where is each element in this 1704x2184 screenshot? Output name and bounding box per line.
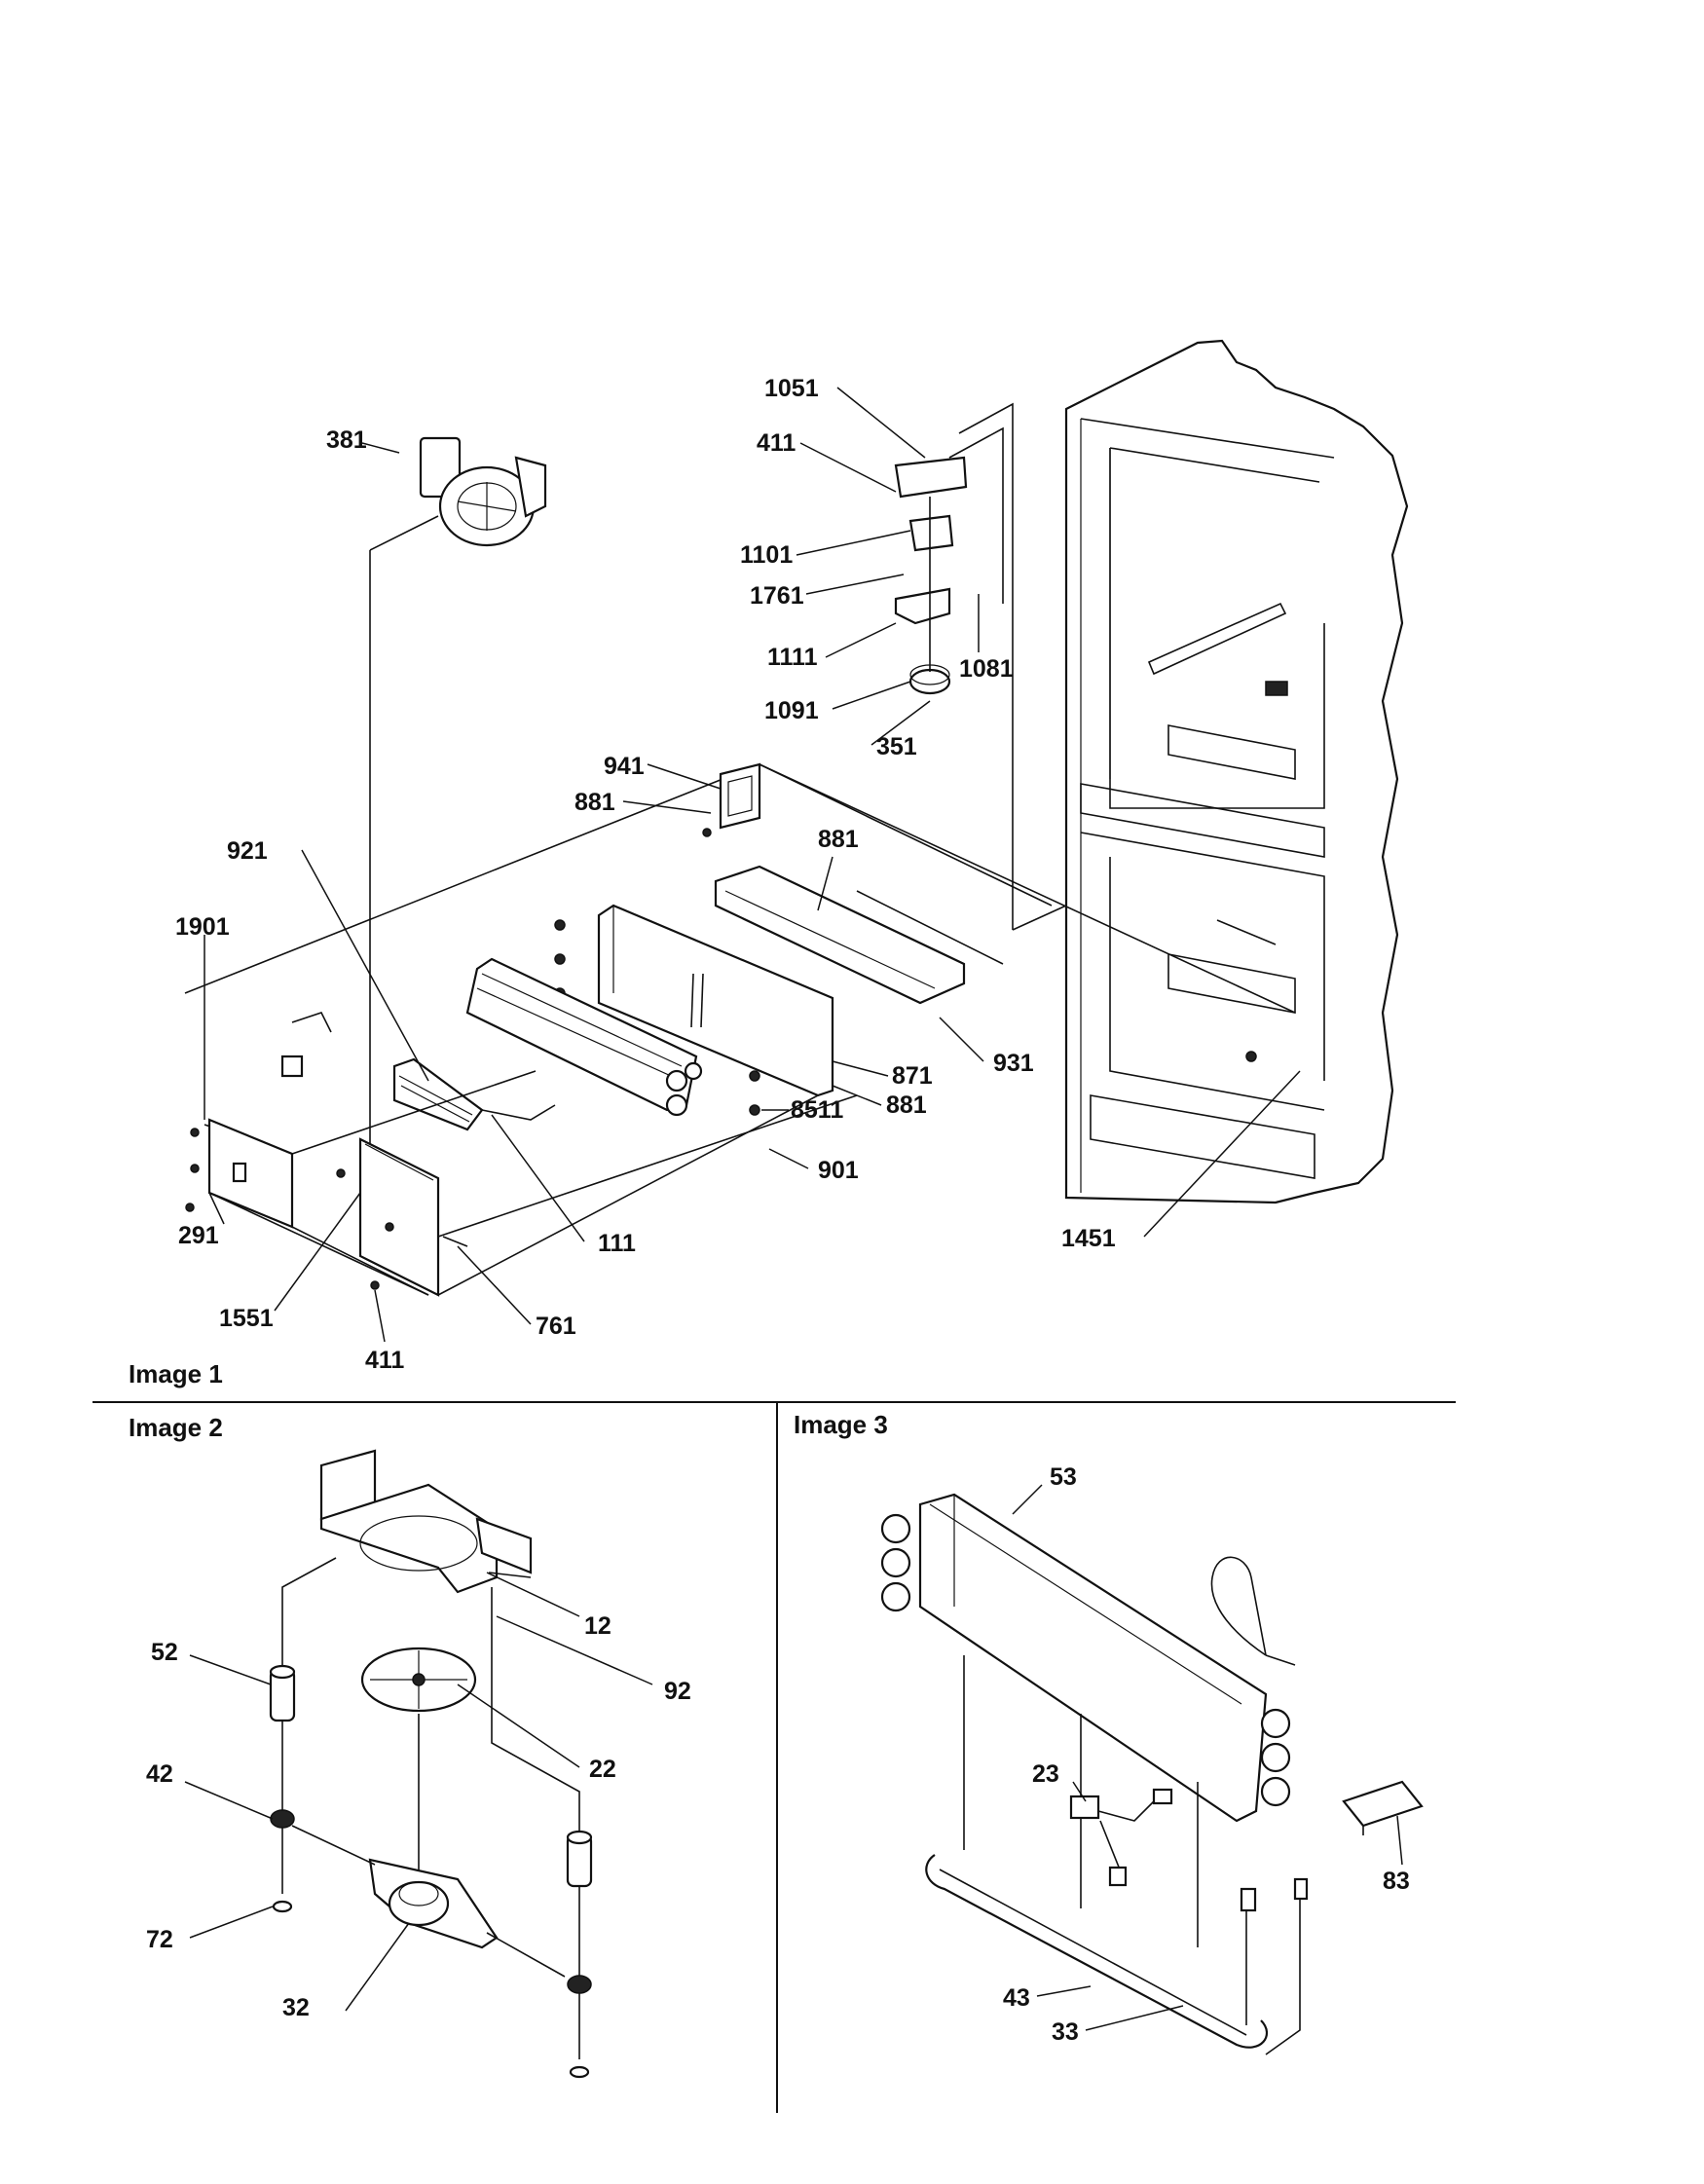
standoff-52 (269, 1664, 296, 1913)
image1-panel: Image 1 (129, 339, 1409, 1388)
callout-921: 921 (227, 837, 268, 865)
image1-title: Image 1 (129, 1359, 223, 1388)
part-941 (719, 762, 761, 830)
callout-32: 32 (282, 1994, 310, 2021)
callout-931: 931 (993, 1050, 1034, 1077)
heater-921 (392, 1057, 556, 1131)
callout-33: 33 (1052, 2018, 1079, 2046)
image2-title: Image 2 (129, 1413, 223, 1442)
callout-901: 901 (818, 1157, 859, 1184)
image3-panel: Image 3 (794, 1410, 1424, 2055)
callout-1051: 1051 (764, 375, 819, 402)
image2-panel: Image 2 (129, 1413, 691, 2079)
evaporator-coil-111 (465, 957, 704, 1117)
callout-1761: 1761 (750, 582, 804, 610)
callout-52: 52 (151, 1639, 178, 1666)
callout-941: 941 (604, 753, 645, 780)
callout-1451: 1451 (1061, 1225, 1116, 1252)
callout-1091: 1091 (764, 697, 819, 724)
callout-1101: 1101 (740, 541, 793, 569)
image1-leaders (204, 387, 1301, 1343)
callout-92: 92 (664, 1678, 691, 1705)
image3-leaders (1012, 1484, 1403, 2031)
callout-72: 72 (146, 1926, 173, 1953)
front-panel-1551 (358, 1137, 468, 1297)
callout-381: 381 (326, 426, 367, 454)
evaporator-plate-871 (554, 904, 834, 1116)
callout-83: 83 (1383, 1868, 1410, 1895)
back-panel-291 (207, 1118, 294, 1229)
callout-871: 871 (892, 1062, 933, 1090)
callout-53: 53 (1050, 1463, 1077, 1491)
refrigerator-cabinet (1064, 339, 1409, 1204)
fan-assembly-381 (419, 436, 547, 547)
damper-control-assembly (894, 426, 1004, 695)
callout-291: 291 (178, 1222, 219, 1249)
image3-title: Image 3 (794, 1410, 888, 1439)
callout-1081: 1081 (959, 655, 1014, 683)
fan-bracket-12 (319, 1449, 533, 1594)
image2-leaders (184, 1572, 653, 2012)
callout-111: 111 (598, 1230, 636, 1257)
fan-motor-32 (291, 1825, 566, 1978)
thermostat-23 (1069, 1788, 1173, 1887)
callout-23: 23 (1032, 1760, 1059, 1788)
callout-1111: 1111 (767, 644, 818, 671)
callout-411-top: 411 (757, 429, 796, 457)
plug-83 (1342, 1780, 1424, 1835)
fan-blade-22 (360, 1647, 477, 1713)
callout-761: 761 (536, 1313, 576, 1340)
callout-1901: 1901 (175, 913, 230, 941)
callout-43: 43 (1003, 1984, 1030, 2012)
standoff-right (566, 1830, 593, 2079)
callout-881-c: 881 (886, 1092, 927, 1119)
callout-42: 42 (146, 1760, 173, 1788)
callout-22: 22 (589, 1756, 616, 1783)
callout-411-bottom: 411 (365, 1347, 404, 1374)
evaporator-cover-931 (714, 865, 966, 1005)
callout-351: 351 (876, 733, 917, 760)
callout-8511: 8511 (791, 1096, 843, 1124)
callout-12: 12 (584, 1612, 611, 1640)
callout-1551: 1551 (219, 1305, 274, 1332)
callout-881-a: 881 (574, 789, 615, 816)
defrost-heater-43 (925, 1655, 1268, 2049)
evaporator-53 (880, 1493, 1296, 1823)
callout-881-b: 881 (818, 826, 859, 853)
